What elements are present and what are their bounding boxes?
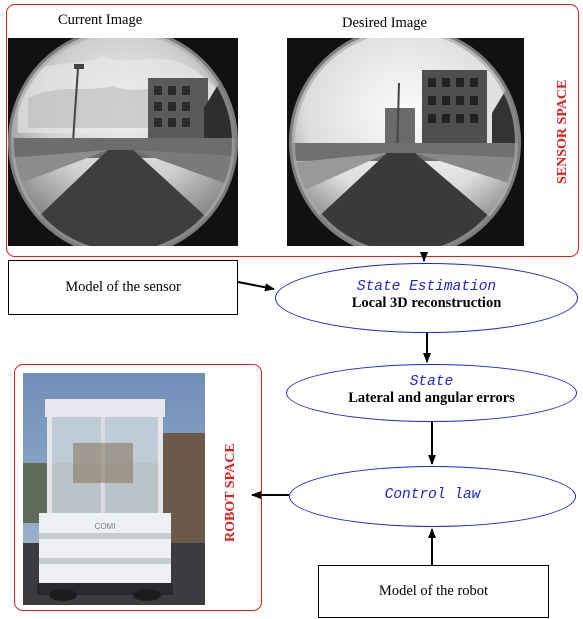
state-title: State	[409, 374, 454, 390]
control-law-title: Control law	[384, 487, 481, 503]
state-estimation-subtitle: Local 3D reconstruction	[351, 295, 502, 311]
arrow-sensor-model-to-estimation	[237, 281, 275, 292]
state-estimation-node: State Estimation Local 3D reconstruction	[275, 263, 578, 333]
robot-image: COMI	[23, 373, 205, 605]
robot-model-box: Model of the robot	[318, 565, 549, 618]
state-node: State Lateral and angular errors	[286, 364, 577, 422]
current-image	[8, 38, 238, 246]
current-image-caption: Current Image	[58, 12, 143, 28]
robot-badge: COMI	[95, 522, 116, 531]
desired-image-caption: Desired Image	[342, 15, 427, 31]
sensor-space-panel	[6, 4, 579, 257]
robot-space-panel	[14, 364, 262, 611]
desired-image	[287, 38, 524, 246]
state-subtitle: Lateral and angular errors	[348, 390, 515, 406]
state-estimation-title: State Estimation	[356, 279, 497, 295]
sensor-model-box: Model of the sensor	[8, 260, 238, 315]
control-law-node: Control law	[289, 466, 576, 527]
sensor-model-label: Model of the sensor	[65, 279, 181, 295]
robot-model-label: Model of the robot	[378, 583, 489, 599]
